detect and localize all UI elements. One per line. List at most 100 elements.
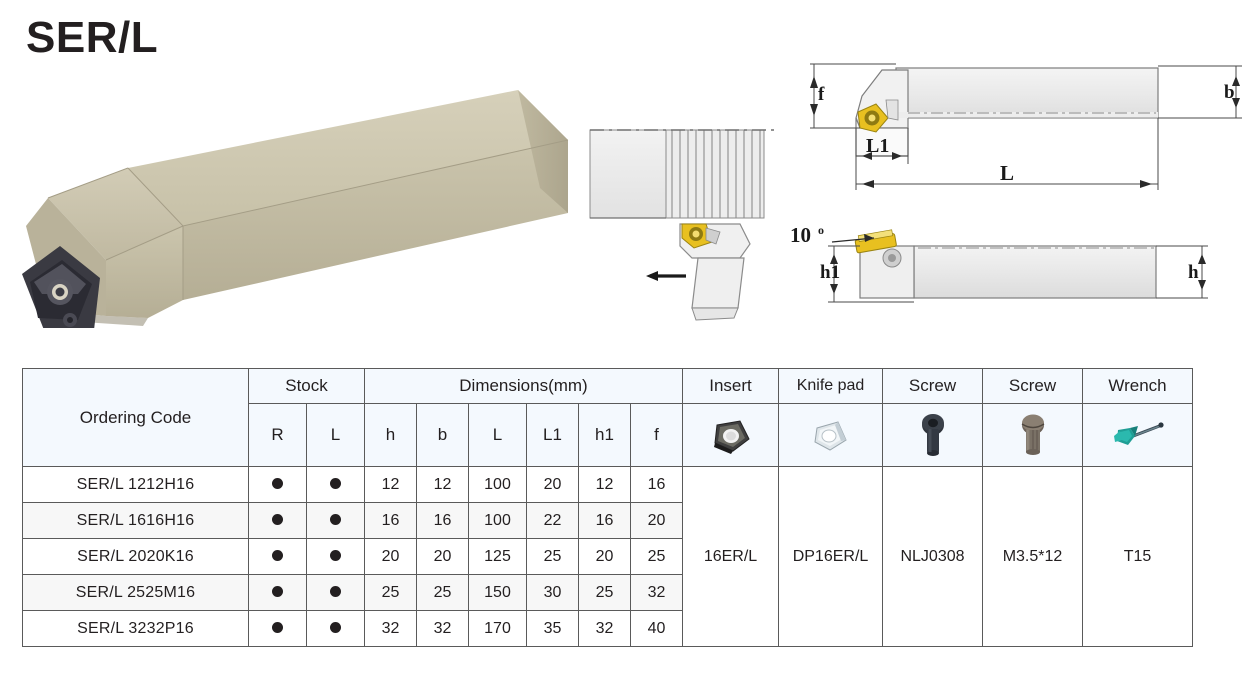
cell-dim-h1: 16 bbox=[578, 502, 631, 539]
cell-dim-l: 100 bbox=[468, 466, 527, 503]
cell-dim-h: 16 bbox=[364, 502, 417, 539]
cell-stock-r bbox=[248, 538, 307, 575]
column-header-dim-l: L bbox=[468, 403, 527, 467]
cell-dim-l1: 35 bbox=[526, 610, 579, 647]
stock-dot bbox=[330, 621, 341, 633]
cell-dim-b: 12 bbox=[416, 466, 469, 503]
page-title: SER/L bbox=[26, 13, 159, 62]
cell-wrench-code: T15 bbox=[1082, 466, 1193, 647]
svg-text:L: L bbox=[1000, 161, 1014, 185]
column-header-wrench: Wrench bbox=[1082, 368, 1193, 404]
illustration-band: f b L1 L bbox=[0, 60, 1255, 350]
cell-dim-h: 25 bbox=[364, 574, 417, 611]
cell-dim-h1: 32 bbox=[578, 610, 631, 647]
cell-knife-pad-code: DP16ER/L bbox=[778, 466, 883, 647]
side-view-dimension-drawing: 10 o h1 h bbox=[788, 220, 1250, 340]
table-row: SER/L 1212H16 12 12 100 20 12 16 16ER/L … bbox=[22, 466, 1193, 647]
feed-direction-arrow bbox=[646, 271, 686, 281]
column-header-stock-r: R bbox=[248, 403, 307, 467]
cell-dim-f: 16 bbox=[630, 466, 683, 503]
cell-screw-1-code: NLJ0308 bbox=[882, 466, 983, 647]
cell-dim-l1: 30 bbox=[526, 574, 579, 611]
cell-ordering-code: SER/L 2020K16 bbox=[22, 538, 249, 575]
cell-dim-h1: 20 bbox=[578, 538, 631, 575]
table-row: SER/L 3232P16 32 32 170 35 32 40 bbox=[22, 610, 1193, 647]
column-header-ordering-code: Ordering Code bbox=[22, 368, 249, 467]
cell-dim-f: 40 bbox=[630, 610, 683, 647]
pan-head-screw-icon bbox=[982, 403, 1083, 467]
column-header-dim-l1: L1 bbox=[526, 403, 579, 467]
knife-pad-icon bbox=[778, 403, 883, 467]
svg-text:h: h bbox=[1188, 262, 1199, 283]
stock-dot bbox=[272, 621, 283, 633]
column-header-dim-h1: h1 bbox=[578, 403, 631, 467]
cell-dim-h1: 12 bbox=[578, 466, 631, 503]
cell-ordering-code: SER/L 3232P16 bbox=[22, 610, 249, 647]
column-header-screw-1: Screw bbox=[882, 368, 983, 404]
cell-ordering-code: SER/L 1212H16 bbox=[22, 466, 249, 503]
cell-stock-l bbox=[306, 466, 365, 503]
stock-dot bbox=[330, 477, 341, 489]
cell-dim-l: 100 bbox=[468, 502, 527, 539]
svg-text:h1: h1 bbox=[820, 262, 840, 283]
cell-stock-r bbox=[248, 610, 307, 647]
column-header-screw-2: Screw bbox=[982, 368, 1083, 404]
cell-dim-l1: 22 bbox=[526, 502, 579, 539]
cell-stock-l bbox=[306, 538, 365, 575]
cell-dim-b: 20 bbox=[416, 538, 469, 575]
cell-dim-f: 25 bbox=[630, 538, 683, 575]
svg-text:o: o bbox=[818, 223, 824, 237]
cell-dim-l1: 25 bbox=[526, 538, 579, 575]
cell-dim-l: 150 bbox=[468, 574, 527, 611]
cell-insert-code: 16ER/L bbox=[682, 466, 779, 647]
column-header-knife-pad: Knife pad bbox=[778, 368, 883, 404]
cell-stock-r bbox=[248, 466, 307, 503]
threading-operation-diagram bbox=[588, 108, 808, 323]
column-header-insert: Insert bbox=[682, 368, 779, 404]
column-header-stock-l: L bbox=[306, 403, 365, 467]
product-photo-tool-holder bbox=[8, 68, 593, 328]
column-header-dim-h: h bbox=[364, 403, 417, 467]
top-view-dimension-drawing: f b L1 L bbox=[800, 56, 1250, 196]
cell-dim-l: 125 bbox=[468, 538, 527, 575]
svg-text:L1: L1 bbox=[866, 135, 889, 157]
stock-dot bbox=[330, 513, 341, 525]
torx-wrench-icon bbox=[1082, 403, 1193, 467]
column-header-dimensions: Dimensions(mm) bbox=[364, 368, 683, 404]
cell-stock-r bbox=[248, 502, 307, 539]
table-row: SER/L 2020K16 20 20 125 25 20 25 bbox=[22, 538, 1193, 575]
cell-stock-r bbox=[248, 574, 307, 611]
svg-text:10: 10 bbox=[790, 223, 811, 247]
cell-dim-h1: 25 bbox=[578, 574, 631, 611]
cell-dim-f: 20 bbox=[630, 502, 683, 539]
stock-dot bbox=[272, 477, 283, 489]
stock-dot bbox=[330, 585, 341, 597]
cell-dim-l1: 20 bbox=[526, 466, 579, 503]
cell-ordering-code: SER/L 2525M16 bbox=[22, 574, 249, 611]
stock-dot bbox=[272, 513, 283, 525]
stock-dot bbox=[330, 549, 341, 561]
cell-dim-b: 32 bbox=[416, 610, 469, 647]
column-header-dim-b: b bbox=[416, 403, 469, 467]
table-row: SER/L 2525M16 25 25 150 30 25 32 bbox=[22, 574, 1193, 611]
cell-stock-l bbox=[306, 502, 365, 539]
specification-table: Ordering Code Stock Dimensions(mm) Inser… bbox=[22, 368, 1193, 647]
cell-dim-l: 170 bbox=[468, 610, 527, 647]
stock-dot bbox=[272, 585, 283, 597]
svg-text:f: f bbox=[818, 84, 825, 105]
cell-dim-h: 20 bbox=[364, 538, 417, 575]
cell-stock-l bbox=[306, 610, 365, 647]
cell-ordering-code: SER/L 1616H16 bbox=[22, 502, 249, 539]
column-header-stock: Stock bbox=[248, 368, 365, 404]
cell-dim-h: 12 bbox=[364, 466, 417, 503]
cell-dim-h: 32 bbox=[364, 610, 417, 647]
stock-dot bbox=[272, 549, 283, 561]
insert-tip-icon bbox=[682, 403, 779, 467]
cell-dim-b: 16 bbox=[416, 502, 469, 539]
cell-screw-2-code: M3.5*12 bbox=[982, 466, 1083, 647]
socket-screw-icon bbox=[882, 403, 983, 467]
cell-dim-b: 25 bbox=[416, 574, 469, 611]
column-header-dim-f: f bbox=[630, 403, 683, 467]
cell-stock-l bbox=[306, 574, 365, 611]
cell-dim-f: 32 bbox=[630, 574, 683, 611]
